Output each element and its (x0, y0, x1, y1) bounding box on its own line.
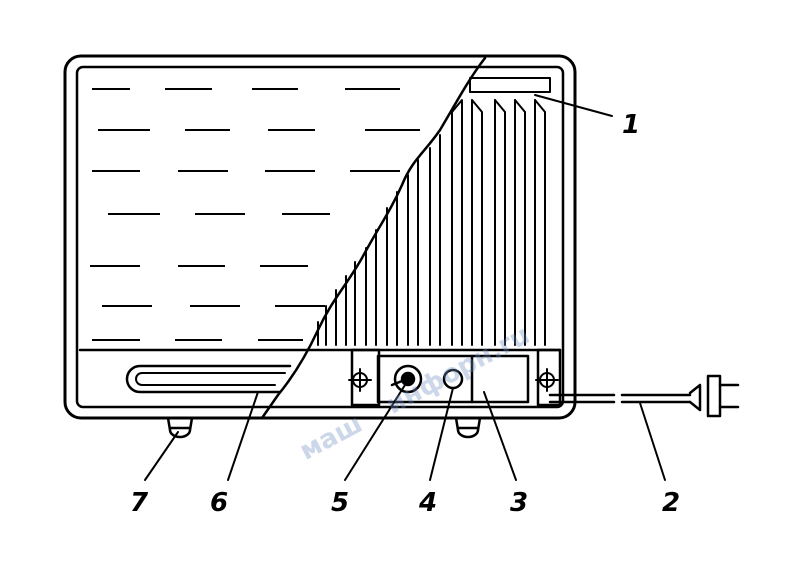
radiator-fins (317, 77, 551, 346)
heating-element-inner (135, 372, 286, 386)
cutaway-break-line (260, 56, 487, 420)
heater-housing (63, 54, 577, 420)
front-panel-hatching (90, 88, 420, 341)
callout-label-5: 5 (331, 488, 349, 518)
callout-label-6: 6 (210, 488, 228, 518)
mounting-screw-right (535, 368, 559, 392)
heating-element (125, 364, 292, 394)
control-strip (78, 348, 562, 407)
leader-lines (144, 94, 666, 481)
callout-label-1: 1 (622, 110, 640, 140)
callout-label-3: 3 (510, 488, 528, 518)
mounting-screw-left (348, 368, 372, 392)
watermark: маш инфорн.ru (295, 320, 535, 466)
thermostat-knob (390, 364, 423, 394)
callout-label-4: 4 (418, 488, 437, 518)
callout-label-2: 2 (662, 488, 680, 518)
foot-middle (454, 416, 482, 439)
power-plug (688, 374, 740, 418)
callout-label-7: 7 (130, 488, 149, 518)
power-cord (548, 393, 692, 404)
foot-left (166, 416, 194, 439)
watermark-text-right: инфорн.ru (381, 320, 534, 420)
